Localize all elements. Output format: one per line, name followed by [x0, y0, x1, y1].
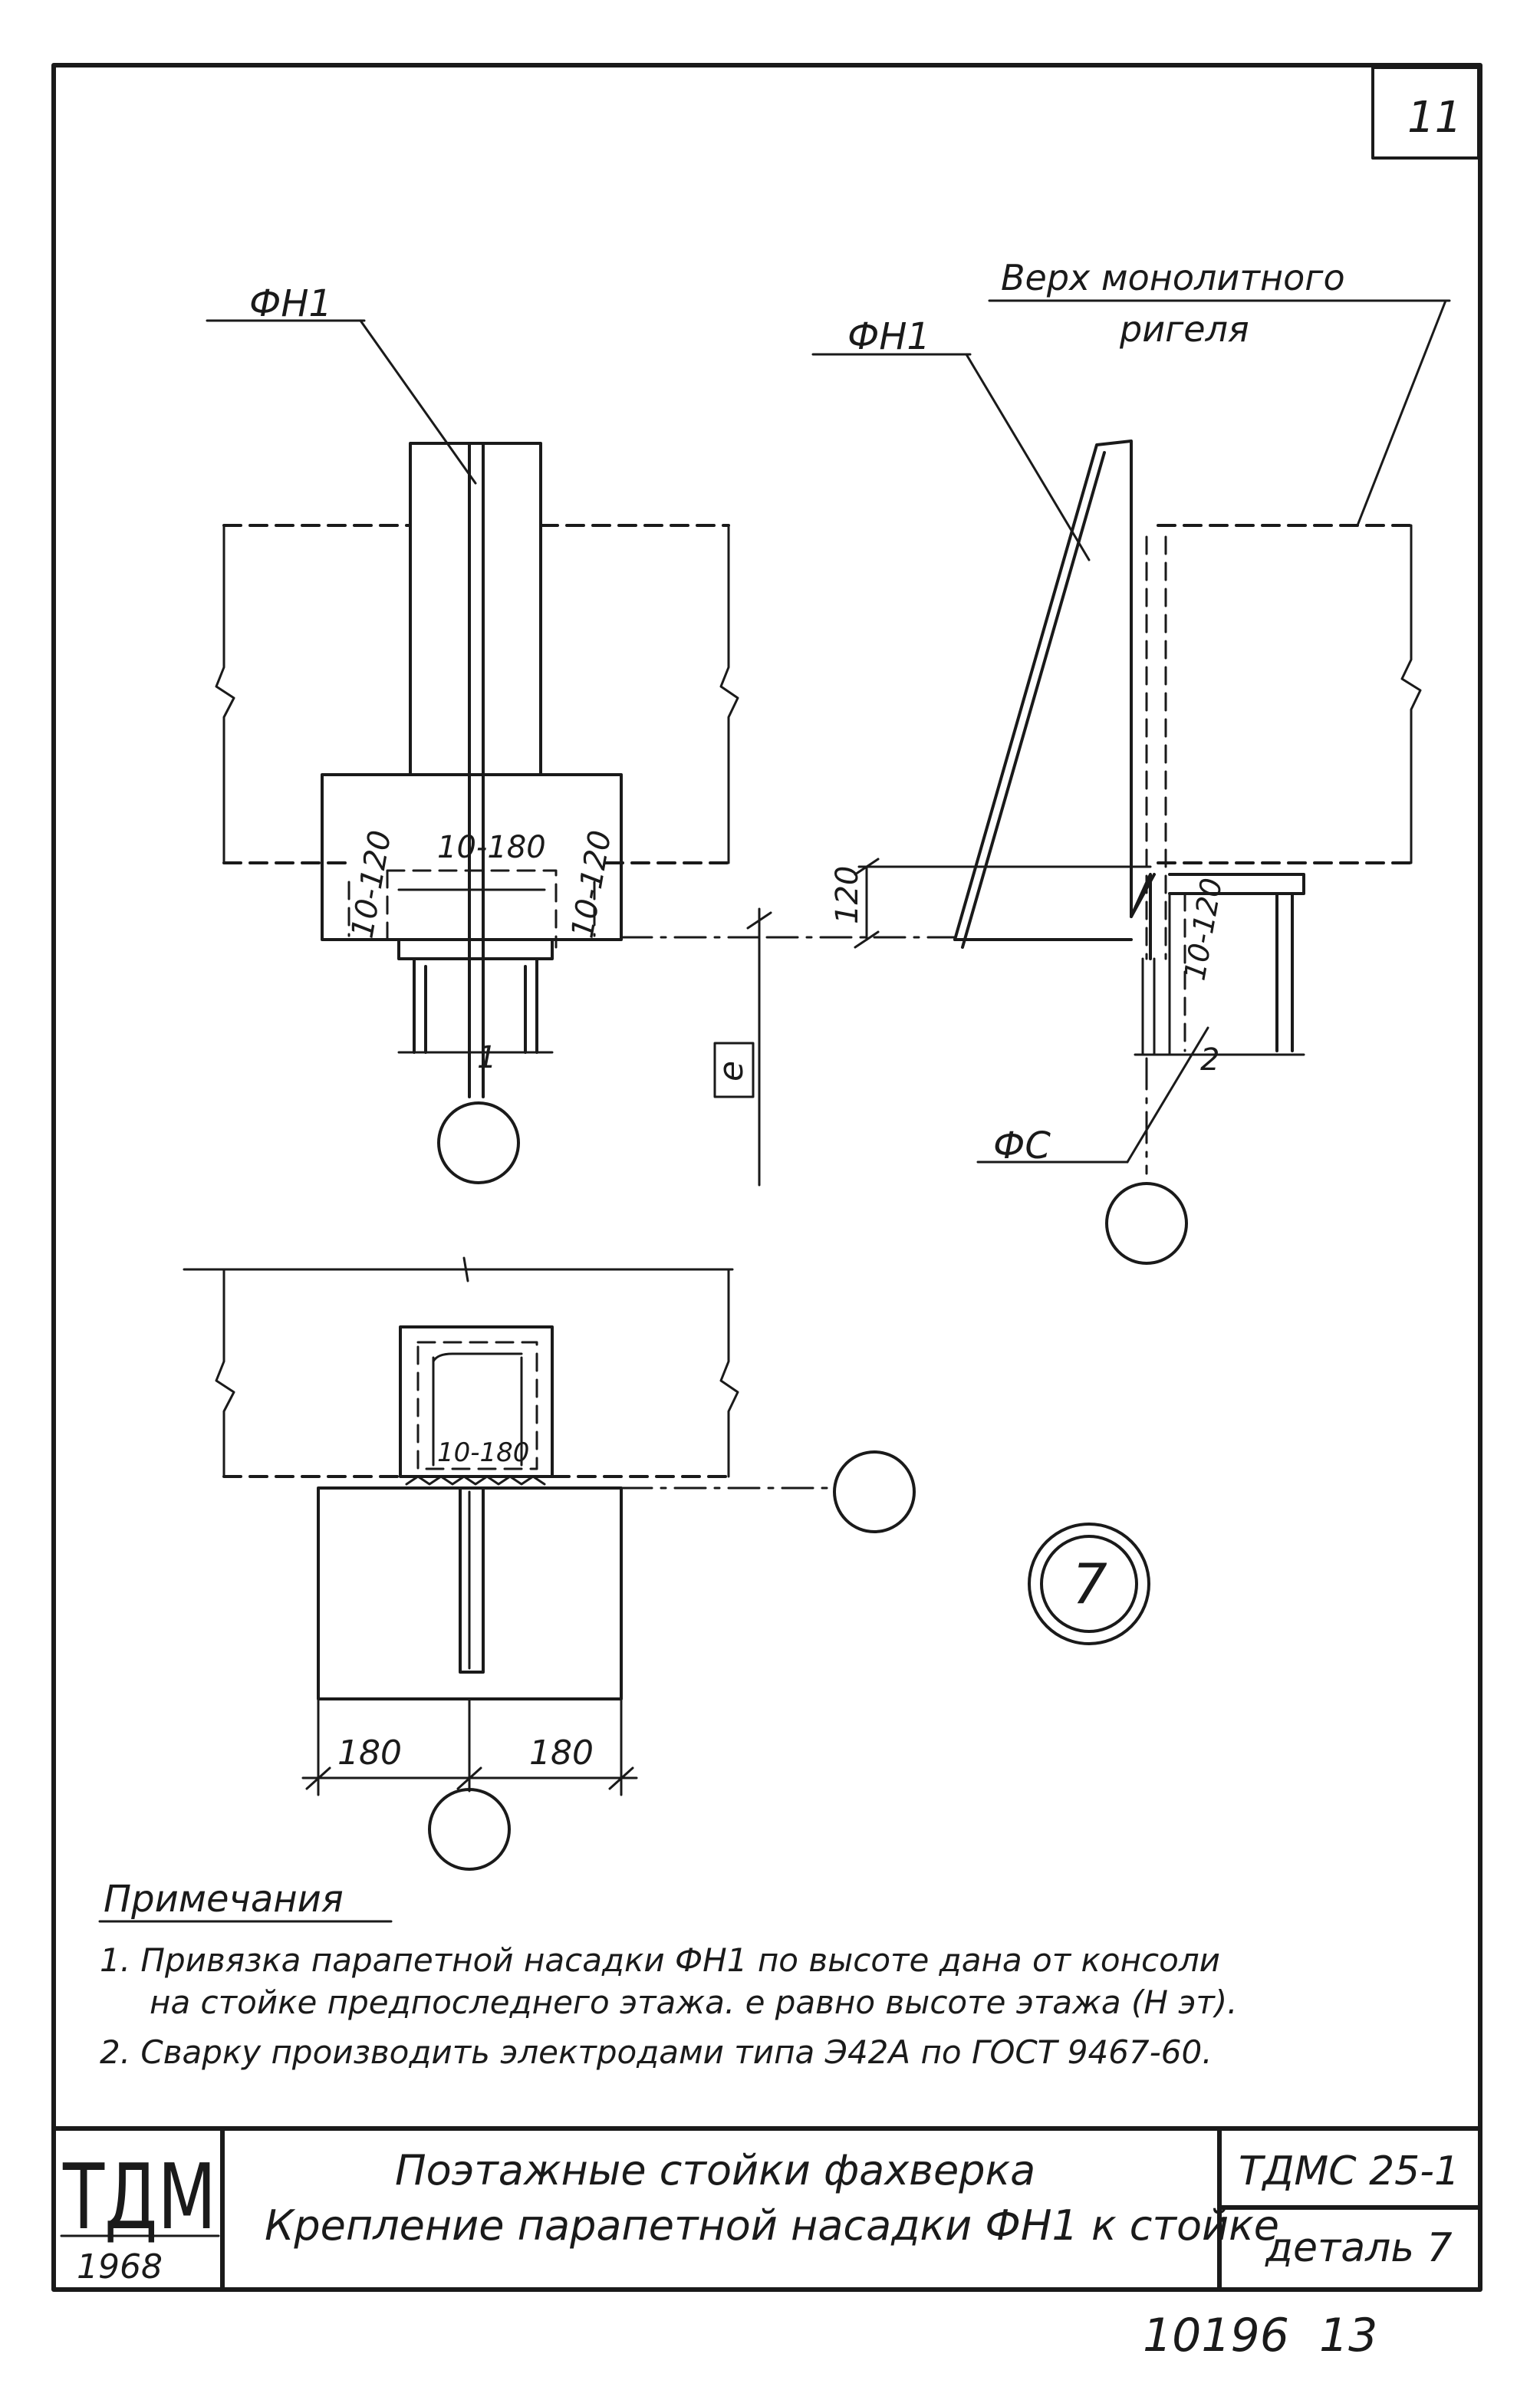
plan-view: 10-180 180 180 7 [183, 1256, 1150, 1871]
fn1-label-left: ФН1 [249, 282, 332, 325]
dim-10-120-right: 10-120 [565, 828, 619, 941]
beam-outline-dashed [222, 524, 730, 864]
parapet-post [409, 442, 542, 776]
side-elevation-view: ФН1 Верх монолитного ригеля 10-120 120 Ф… [765, 257, 1451, 1265]
side-console [1168, 873, 1305, 1052]
dim-10-180-plan: 10-180 [437, 1437, 529, 1468]
top-beam-line1: Верх монолитного [1001, 257, 1345, 298]
dim-e: е [712, 1061, 751, 1081]
archive-number: 10196 [1143, 2309, 1289, 2362]
dim-180-left: 180 [337, 1733, 402, 1773]
notes: Примечания 1. Привязка парапетной насадк… [98, 1878, 1238, 2071]
title-line1: Поэтажные стойки фахверка [395, 2146, 1035, 2194]
detail-number: 7 [1072, 1552, 1107, 1616]
dim-e-box [713, 1042, 755, 1098]
title-line2: Крепление парапетной насадки ФН1 к стойк… [265, 2201, 1279, 2250]
page-number: 13 [1319, 2309, 1377, 2362]
dim-180-right: 180 [529, 1733, 594, 1773]
column-below [397, 938, 554, 1054]
dim-120: 120 [830, 866, 865, 924]
fs-label: ФС [993, 1124, 1051, 1167]
detail-marker-outer [1028, 1523, 1150, 1645]
detail-marker-inner [1040, 1535, 1138, 1633]
column-section [399, 1325, 554, 1478]
title-detail: деталь 7 [1265, 2225, 1453, 2271]
notes-line2: на стойке предпоследнего этажа. е равно … [150, 1984, 1238, 2021]
mark-1: 1 [477, 1040, 496, 1075]
axis-marker-front [437, 1101, 520, 1184]
sheet-number: 11 [1407, 93, 1462, 143]
console-block [321, 773, 623, 941]
dim-10-180-top: 10-180 [437, 830, 546, 865]
fn1-label-right: ФН1 [847, 315, 930, 358]
side-beam-outline [1157, 524, 1413, 864]
title-year: 1968 [77, 2247, 163, 2286]
notes-line1: 1. Привязка парапетной насадки ФН1 по вы… [100, 1941, 1220, 1979]
sheet-frame [51, 63, 1482, 2292]
title-logo: ТДМ [62, 2144, 216, 2250]
axis-marker-plan-right [833, 1450, 916, 1533]
mark-2: 2 [1200, 1042, 1219, 1078]
notes-line3: 2. Сварку производить электродами типа Э… [100, 2033, 1213, 2071]
dim-10-120-left: 10-120 [345, 828, 399, 941]
title-code: ТДМС 25-1 [1239, 2148, 1459, 2194]
title-block: ТДМ 1968 Поэтажные стойки фахверка Крепл… [51, 2126, 1482, 2292]
notes-title: Примечания [104, 1878, 344, 1921]
top-beam-line2: ригеля [1119, 308, 1249, 350]
sheet-number-box: 11 [1371, 66, 1480, 160]
front-elevation-view: ФН1 10-120 10-180 10-120 1 е [206, 282, 772, 1187]
axis-marker-plan-bottom [428, 1788, 511, 1871]
axis-marker-side [1105, 1182, 1188, 1265]
